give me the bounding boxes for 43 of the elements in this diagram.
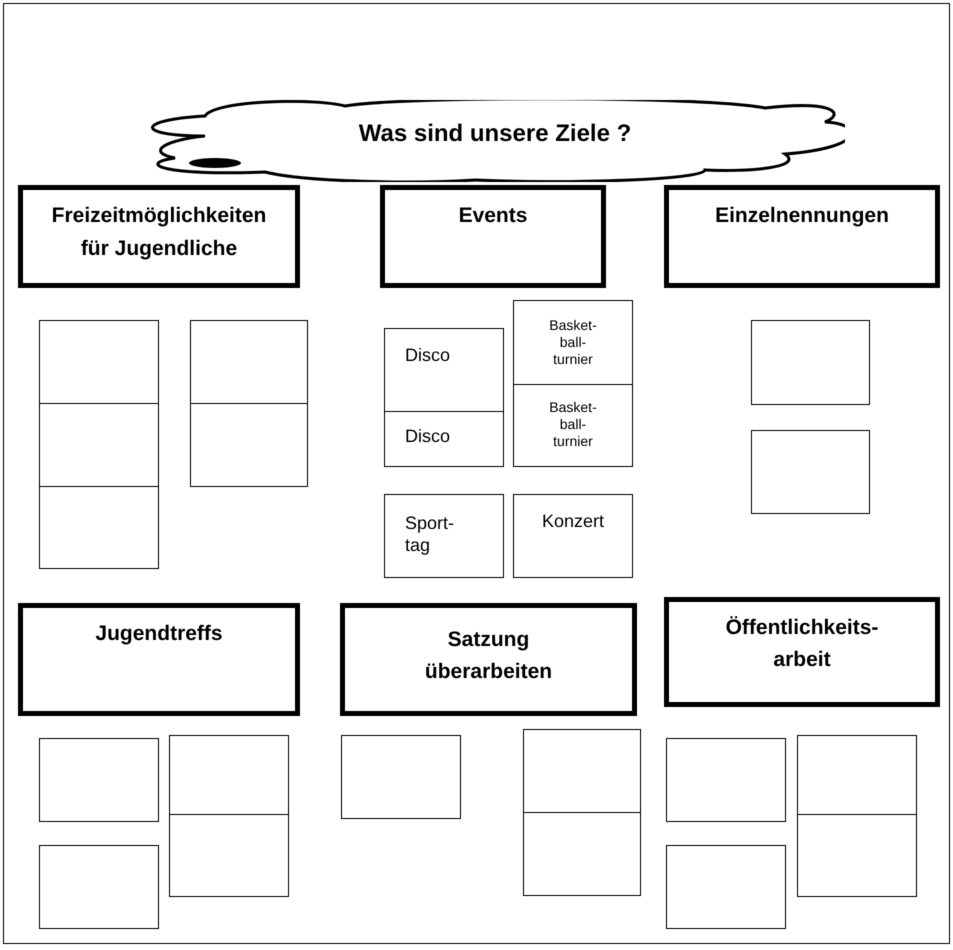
empty-card [190, 320, 308, 404]
heading-text: Öffentlichkeits- arbeit [724, 615, 880, 672]
empty-card [523, 729, 641, 813]
heading-text: Satzung überarbeiten [424, 627, 554, 684]
note-card [384, 494, 504, 578]
card-text: Disco [405, 426, 450, 448]
card-text: Basket- ball- turnier [548, 317, 598, 368]
title-text: Was sind unsere Ziele ? [358, 120, 632, 148]
note-card [513, 300, 633, 385]
empty-card [523, 812, 641, 896]
empty-card [39, 320, 159, 404]
empty-card [797, 814, 917, 897]
card-text: Disco [405, 345, 450, 367]
heading-text: Jugendtreffs [95, 621, 223, 647]
heading-box [664, 597, 940, 707]
heading-text: Events [458, 203, 528, 229]
heading-text: Einzelnennungen [715, 203, 889, 229]
heading-box [340, 603, 637, 716]
heading-box [18, 603, 300, 716]
empty-card [797, 735, 917, 815]
note-card [384, 328, 504, 412]
heading-box [18, 185, 300, 288]
empty-card [39, 845, 159, 929]
empty-card [39, 738, 159, 822]
card-text: Konzert [542, 511, 604, 533]
empty-card [751, 430, 870, 514]
empty-card [751, 320, 870, 405]
heading-box [664, 185, 940, 288]
empty-card [341, 735, 461, 819]
empty-card [39, 403, 159, 487]
empty-card [39, 486, 159, 569]
note-card [513, 494, 633, 578]
card-text: Sport- tag [405, 513, 456, 556]
note-card [384, 411, 504, 467]
heading-box [380, 185, 606, 288]
empty-card [190, 403, 308, 487]
empty-card [169, 735, 289, 815]
empty-card [666, 845, 786, 929]
card-text: Basket- ball- turnier [548, 399, 598, 450]
empty-card [666, 738, 786, 822]
empty-card [169, 814, 289, 897]
heading-text: Freizeitmöglichkeiten für Jugendliche [50, 203, 268, 262]
note-card [513, 384, 633, 467]
